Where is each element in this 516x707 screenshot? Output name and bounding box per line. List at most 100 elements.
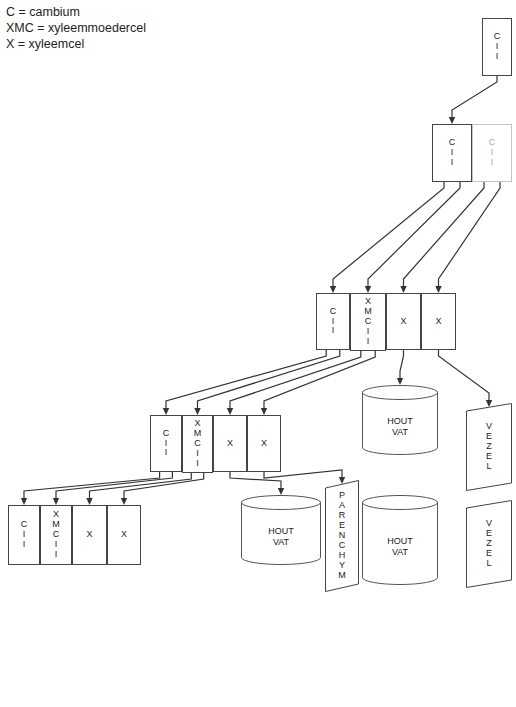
division-arrow xyxy=(194,350,339,415)
cell-label: C I I xyxy=(329,307,338,337)
vessel-cylinder: HOUT VAT xyxy=(362,385,438,455)
division-arrow xyxy=(227,351,361,415)
cell-box: C I I xyxy=(8,505,40,565)
cell-box: X xyxy=(213,415,247,472)
arrow-head xyxy=(227,408,233,415)
cell-label: X xyxy=(120,530,129,540)
arrow-head xyxy=(261,408,267,415)
cell-label: VEZEL xyxy=(485,422,494,471)
cylinder-top xyxy=(363,386,438,400)
cell-panel: VEZEL xyxy=(466,403,512,491)
cell-label: X xyxy=(399,317,408,327)
cell-label: C I I xyxy=(20,520,29,550)
division-arrow xyxy=(397,350,404,385)
division-arrow xyxy=(439,350,493,407)
arrow-head xyxy=(435,286,441,293)
cell-label: X xyxy=(260,439,269,449)
arrow-head xyxy=(339,477,345,484)
panel-shape xyxy=(467,501,512,588)
cell-label: XMC I I xyxy=(52,510,61,559)
arrow-line xyxy=(264,351,375,409)
arrow-line xyxy=(230,351,361,409)
arrow-head xyxy=(397,378,403,385)
division-arrow xyxy=(330,182,444,293)
cylinder-top xyxy=(242,496,321,510)
panel-shape xyxy=(326,481,359,592)
cell-box: C I I xyxy=(432,124,472,182)
arrow-line xyxy=(439,350,490,401)
division-arrow xyxy=(400,182,484,293)
cylinder-body xyxy=(363,502,438,585)
arrow-line xyxy=(230,472,281,489)
cell-box: X xyxy=(247,415,281,472)
arrow-line xyxy=(124,473,204,499)
cell-box: C I I xyxy=(316,293,350,350)
cell-label: C I I xyxy=(493,32,502,62)
cell-label: X xyxy=(226,439,235,449)
arrow-head xyxy=(163,408,169,415)
cell-box: X xyxy=(72,505,107,565)
division-arrow xyxy=(435,182,500,293)
arrow-line xyxy=(90,473,192,499)
cell-label: PARENCHYM xyxy=(338,491,347,580)
arrow-line xyxy=(368,182,460,287)
division-arrow xyxy=(365,182,460,293)
arrow-line xyxy=(56,472,172,499)
arrow-head xyxy=(278,488,284,495)
cell-label: HOUT VAT xyxy=(386,416,415,438)
cell-label: HOUT VAT xyxy=(386,536,415,558)
cell-panel: PARENCHYM xyxy=(325,480,359,592)
arrow-head xyxy=(194,408,200,415)
arrow-head xyxy=(86,498,92,505)
cell-label: C I I xyxy=(162,429,171,459)
legend-label: X = xyleemcel xyxy=(6,37,84,52)
division-arrow xyxy=(230,472,284,495)
arrow-line xyxy=(400,350,404,379)
arrow-head xyxy=(53,498,59,505)
cell-box: XMC I I xyxy=(182,415,213,473)
cell-box: XMC I I xyxy=(350,293,386,351)
cell-box: C I I xyxy=(482,18,512,76)
cell-panel: VEZEL xyxy=(466,500,512,588)
cylinder-top xyxy=(363,496,438,510)
division-arrow xyxy=(449,76,497,124)
cell-label: X xyxy=(85,530,94,540)
cylinder-body xyxy=(363,392,438,455)
cell-label: C I I xyxy=(448,138,457,168)
cell-box: C I I xyxy=(150,415,182,472)
cell-label: XMC I I xyxy=(193,419,202,468)
arrow-head xyxy=(365,286,371,293)
division-arrow xyxy=(261,351,375,415)
cell-box: C I I xyxy=(472,124,512,182)
arrow-line xyxy=(166,350,326,409)
vessel-cylinder: HOUT VAT xyxy=(241,495,321,565)
arrow-line xyxy=(333,182,444,287)
arrow-head xyxy=(330,286,336,293)
arrow-line xyxy=(439,182,501,287)
cell-label: XMC I I xyxy=(364,297,373,346)
panel-shape xyxy=(467,404,512,491)
cell-label: VEZEL xyxy=(485,519,494,568)
cell-box: XMC I I xyxy=(40,505,72,565)
cell-label: HOUT VAT xyxy=(267,526,296,548)
arrow-head xyxy=(21,498,27,505)
cell-box: X xyxy=(107,505,141,565)
arrow-head xyxy=(449,117,455,124)
arrow-line xyxy=(452,76,497,118)
arrow-head xyxy=(400,286,406,293)
cell-box: X xyxy=(386,293,421,350)
legend-label: C = cambium xyxy=(6,5,80,20)
arrow-head xyxy=(486,400,492,407)
cell-label: X xyxy=(434,317,443,327)
cylinder-body xyxy=(242,502,321,565)
cell-box: X xyxy=(421,293,456,350)
cell-label: C I I xyxy=(488,138,497,168)
legend-label: XMC = xyleemmoedercel xyxy=(6,21,146,36)
vessel-cylinder: HOUT VAT xyxy=(362,495,438,585)
division-arrow xyxy=(121,473,204,505)
division-arrow xyxy=(264,470,345,484)
arrow-head xyxy=(121,498,127,505)
division-arrow xyxy=(163,350,326,415)
